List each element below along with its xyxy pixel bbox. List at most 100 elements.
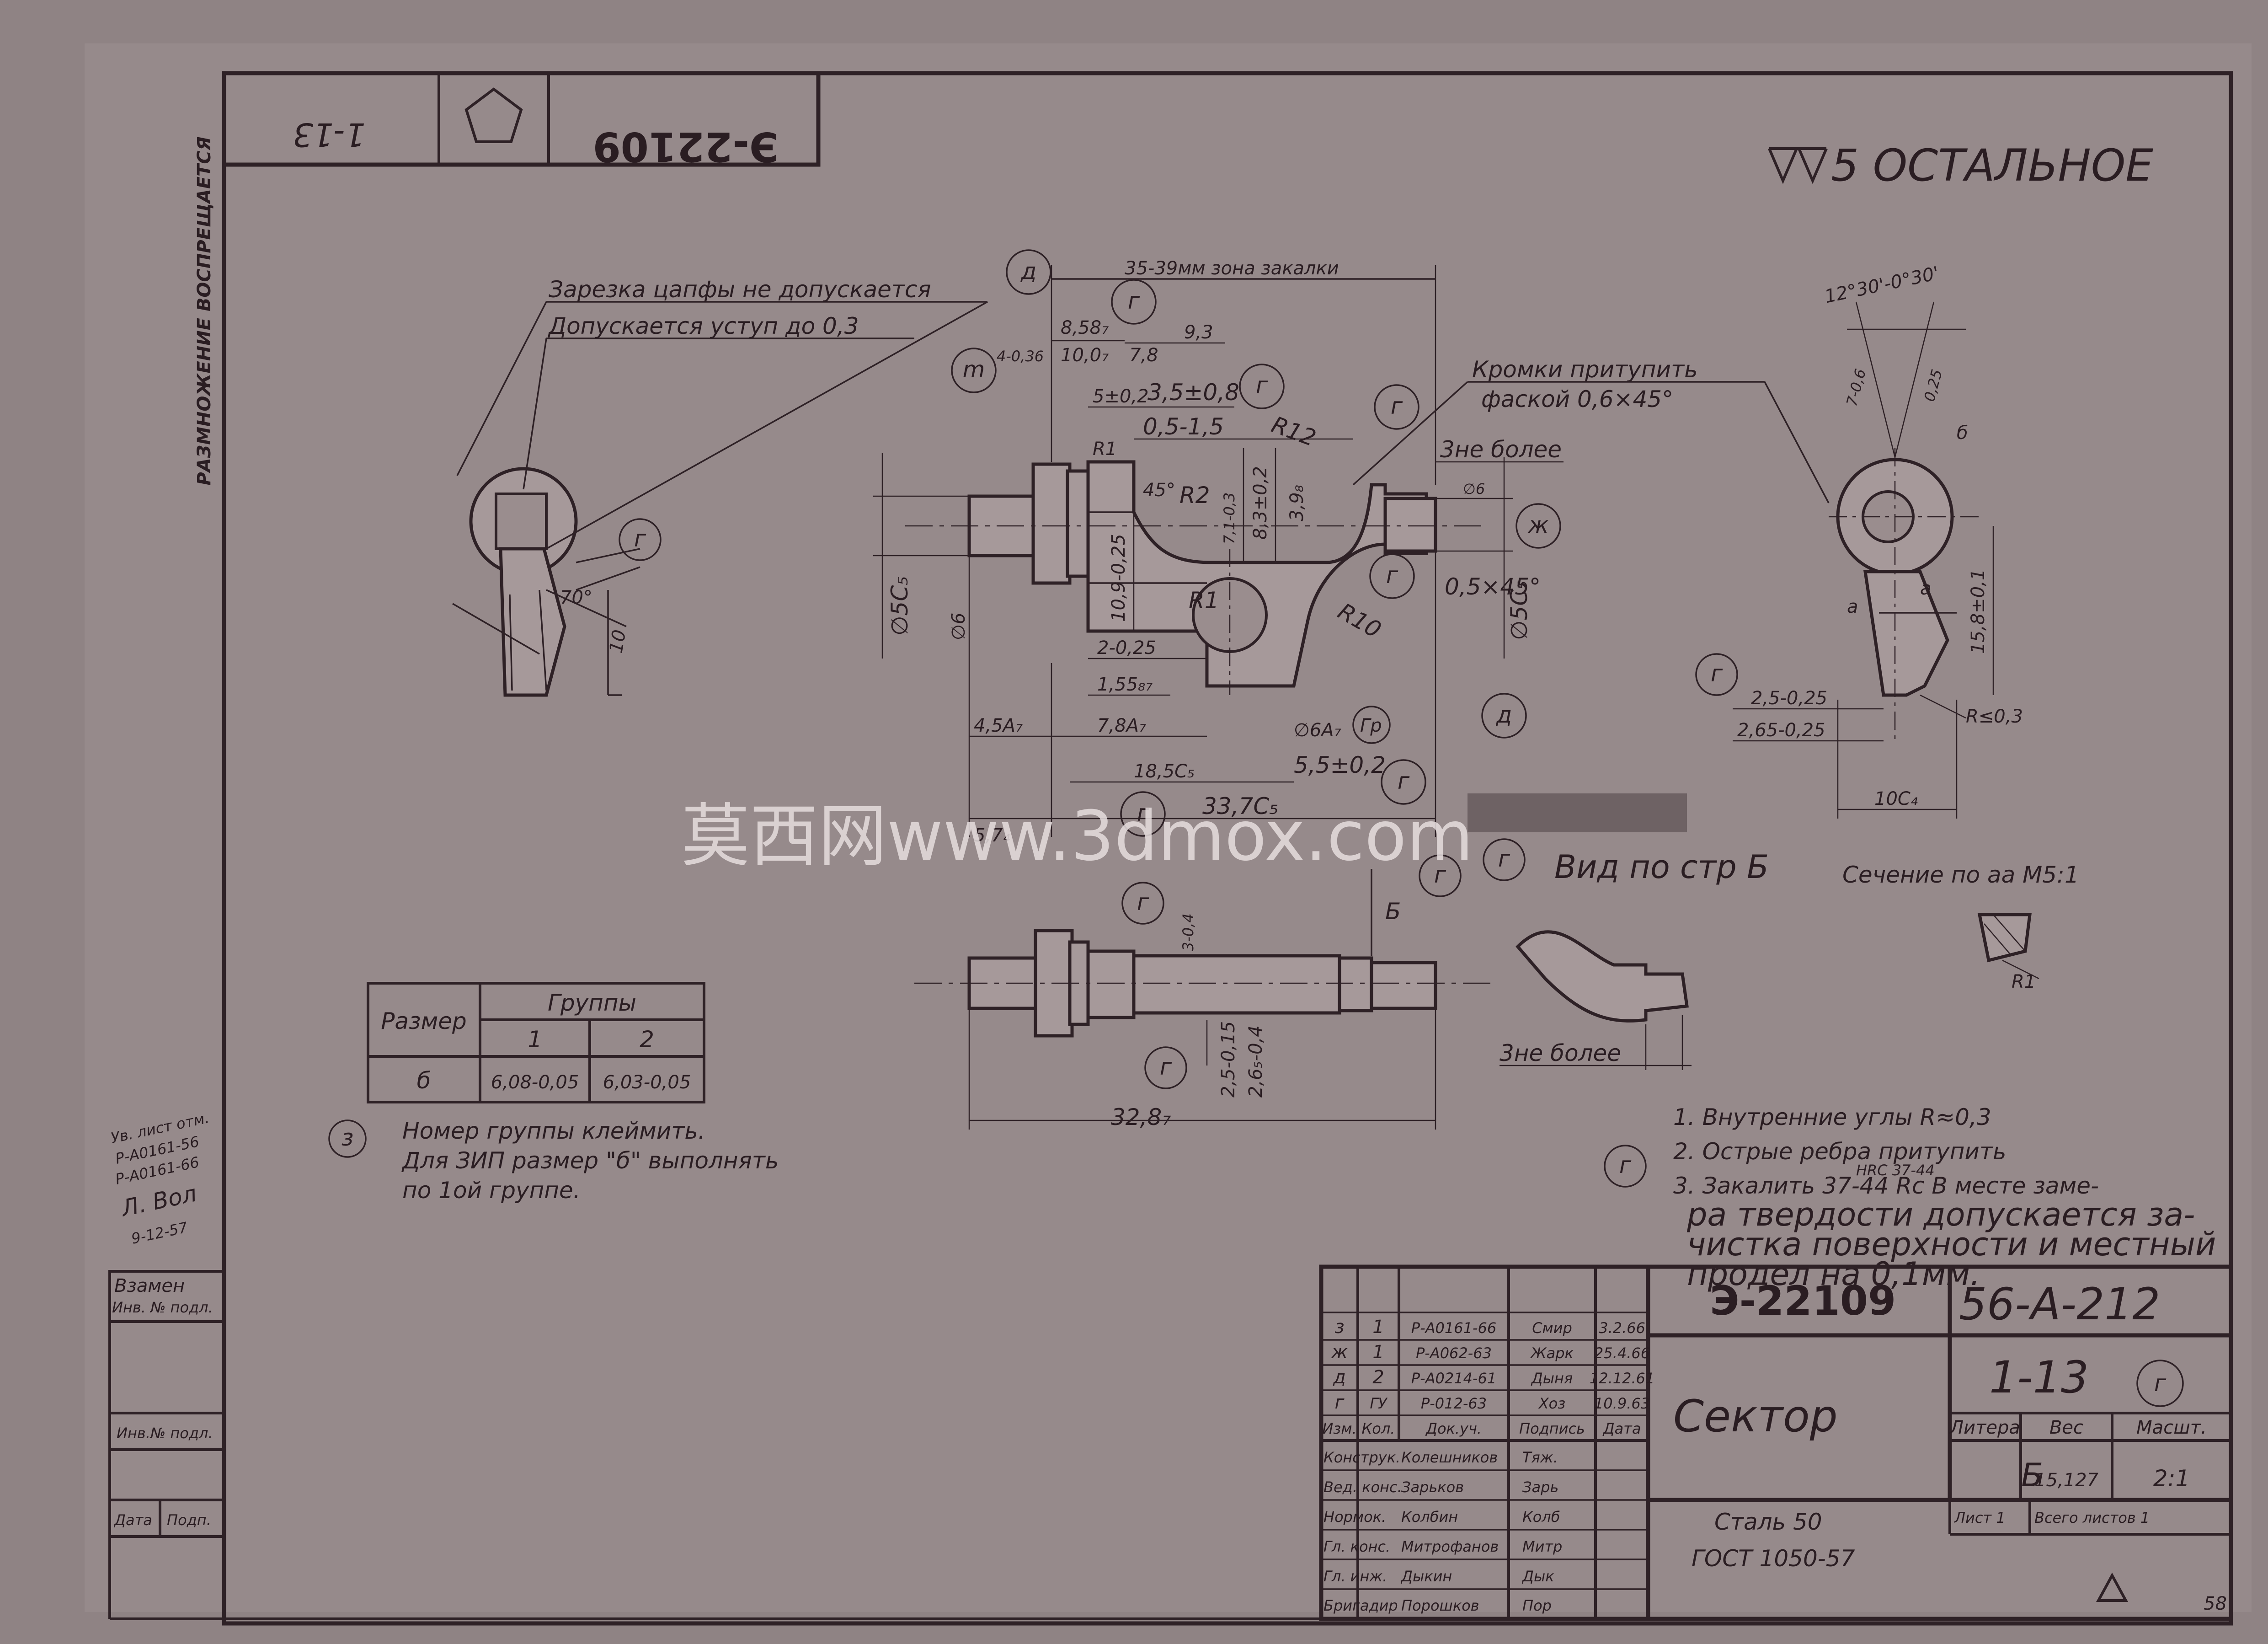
dim-b: б: [1957, 423, 1968, 444]
dim-328: 32,8₇: [1111, 1104, 1171, 1130]
groups-col-groups: Группы: [548, 990, 636, 1016]
callout-view-b: Вид по стр Б: [1554, 848, 1769, 886]
groups-table: Размер Группы 1 2 б 6,08-0,05 6,03-0,05: [367, 982, 705, 1103]
tb-rev4-sign: Хоз: [1538, 1395, 1566, 1412]
group-note-line3: по 1ой группе.: [402, 1177, 581, 1204]
tb-person2-role: Вед. конс.: [1323, 1478, 1402, 1496]
stamp-drawing-no: Э-22109: [592, 123, 779, 170]
tb-rev2-doc: Р-А062-63: [1416, 1344, 1492, 1362]
tb-rev4-date: 10.9.63: [1594, 1395, 1650, 1412]
rev-circle-g-7: г: [634, 525, 646, 552]
rev-circle-m: m: [963, 356, 985, 383]
quality-triangle-icon: [2096, 1572, 2129, 1602]
tb-rev1-date: 3.2.66: [1599, 1319, 1645, 1337]
dim-398: 3,9₈: [1286, 485, 1307, 521]
dim-71-03: 7,1-0,3: [1221, 493, 1238, 544]
tb-person4-role: Гл. конс.: [1323, 1538, 1390, 1555]
tb-col-litera: Литера: [1949, 1417, 2020, 1438]
tech-note-3b: ра твердости допускается за-: [1686, 1196, 2195, 1233]
dim-55pm02: 5,5±0,2: [1294, 752, 1386, 778]
tb-part-name: Сектор: [1673, 1391, 1838, 1442]
tb-sheet-ref: 1-13: [1989, 1352, 2089, 1403]
tb-person1-sign: Тяж.: [1522, 1449, 1558, 1466]
dim-4-036: 4-0,36: [997, 348, 1044, 365]
tb-person6-name: Порошков: [1401, 1597, 1479, 1614]
tb-rev1-mark: з: [1334, 1317, 1344, 1338]
tb-rev4-mark: г: [1334, 1392, 1345, 1413]
tb-rev1-qty: 1: [1372, 1317, 1384, 1338]
rev-circle-g-3: г: [1391, 393, 1403, 419]
dim-phi6: ∅6: [948, 613, 969, 640]
dim-45a: 4,5А₇: [974, 715, 1023, 736]
dim-185c5: 18,5С₅: [1134, 761, 1195, 782]
rev-circle-g-6: г: [1137, 800, 1149, 826]
tb-rev2-sign: Жарк: [1530, 1344, 1574, 1362]
view-arrow-b: Б: [1385, 898, 1401, 925]
tb-weight: 15,127: [2034, 1470, 2099, 1491]
margin-hand-5: 9-12-57: [130, 1219, 190, 1248]
tb-rev3-qty: 2: [1372, 1367, 1384, 1388]
groups-row-param: б: [417, 1067, 431, 1094]
rev-circle-zh: ж: [1527, 512, 1548, 538]
rotated-stamp: 1-13 Э-22109: [222, 71, 821, 170]
tb-person5-name: Дыкин: [1400, 1568, 1452, 1585]
callout-hardening-zone: 35-39мм зона закалки: [1125, 258, 1339, 279]
tb-person4-sign: Митр: [1522, 1538, 1562, 1555]
margin-replace: Взамен: [114, 1275, 185, 1296]
tb-rev3-doc: Р-А0214-61: [1411, 1370, 1496, 1387]
rev-circle-g-right: г: [1711, 660, 1723, 687]
rev-circle-g-bottom-1: г: [1137, 889, 1149, 916]
rev-circle-g-1: г: [1128, 288, 1140, 314]
right-end-view: 12°30'-0°30' 7-0,6 0,25 б а а 15,8±0,1 2…: [1695, 263, 2023, 819]
edges-callout: Кромки притупить фаской 0,6×45°: [1352, 356, 1830, 503]
dim-r1b: R1: [1189, 587, 1219, 614]
groups-row-g1: 6,08-0,05: [491, 1072, 579, 1093]
tb-sheets-total: Всего листов 1: [2034, 1509, 2150, 1526]
tech-notes: 1. Внутренние углы R≈0,3 2. Острые ребра…: [1604, 1104, 2216, 1293]
dim-35pm08: 3,5±0,8: [1147, 379, 1239, 406]
dim-05-15: 0,5-1,5: [1143, 413, 1224, 440]
dim-78a: 7,8А₇: [1097, 715, 1146, 736]
group-note-line2: Для ЗИП размер "б" выполнять: [401, 1147, 779, 1174]
dim-phi6a: ∅6А₇: [1294, 720, 1341, 741]
dim-10c4: 10С₄: [1874, 788, 1918, 809]
roughness-text: 5 ОСТАЛЬНОЕ: [1831, 140, 2153, 191]
margin-inv-2: Инв.№ подл.: [117, 1424, 213, 1442]
dim-r025: 0,25: [1921, 367, 1946, 403]
dim-r03: R≤0,3: [1966, 706, 2023, 727]
dim-a-right: а: [1920, 578, 1932, 599]
rev-circle-z: з: [342, 1125, 354, 1151]
title-block: Э-22109 56-А-212 1-13 г Сектор Сталь 50 …: [1319, 1264, 2233, 1621]
rev-circle-g-bottom-3: г: [1434, 862, 1446, 888]
tb-rev3-sign: Дыня: [1531, 1370, 1573, 1387]
tech-note-2-hrc: HRC 37-44: [1856, 1162, 1935, 1179]
main-front-view: [905, 460, 1481, 695]
dim-r10: R10: [1334, 598, 1386, 643]
stamp-sheet-ref: 1-13: [293, 116, 366, 153]
dim-gr: Гр: [1360, 715, 1382, 736]
margin-hand-4: Л. Вол: [118, 1180, 199, 1222]
tb-rev2-mark: ж: [1331, 1342, 1348, 1363]
callout-max3-bottom: 3не более: [1500, 1040, 1621, 1066]
tb-person1-name: Колешников: [1401, 1449, 1498, 1466]
tb-material-1: Сталь 50: [1714, 1509, 1822, 1535]
tb-rev2-date: 25.4.66: [1594, 1344, 1650, 1362]
view-b: г Вид по стр Б 3не более: [1483, 838, 1769, 1070]
dim-r12: R12: [1268, 411, 1319, 451]
tb-rev3-date: 12.12.61: [1590, 1370, 1655, 1387]
paper: [85, 43, 2252, 1612]
side-notice: РАЗМНОЖЕНИЕ ВОСПРЕЩАЕТСЯ: [194, 136, 215, 485]
group-note-line1: Номер группы клеймить.: [402, 1118, 705, 1144]
dim-r1c: R1: [2012, 971, 2036, 992]
dim-155: 1,55₈₇: [1097, 674, 1153, 695]
groups-g2: 2: [640, 1026, 654, 1053]
section-aa: Сечение по аа М5:1 R1: [1842, 862, 2079, 992]
tb-rev2-qty: 1: [1372, 1342, 1384, 1363]
tb-person2-name: Зарьков: [1401, 1478, 1464, 1496]
dim-3-04: 3-0,4: [1179, 913, 1197, 951]
tb-scale: 2:1: [2153, 1465, 2190, 1492]
groups-g1: 1: [528, 1026, 542, 1053]
left-callouts: Зарезка цапфы не допускается Допускается…: [456, 276, 988, 550]
callout-step-allowed: Допускается уступ до 0,3: [548, 313, 859, 339]
